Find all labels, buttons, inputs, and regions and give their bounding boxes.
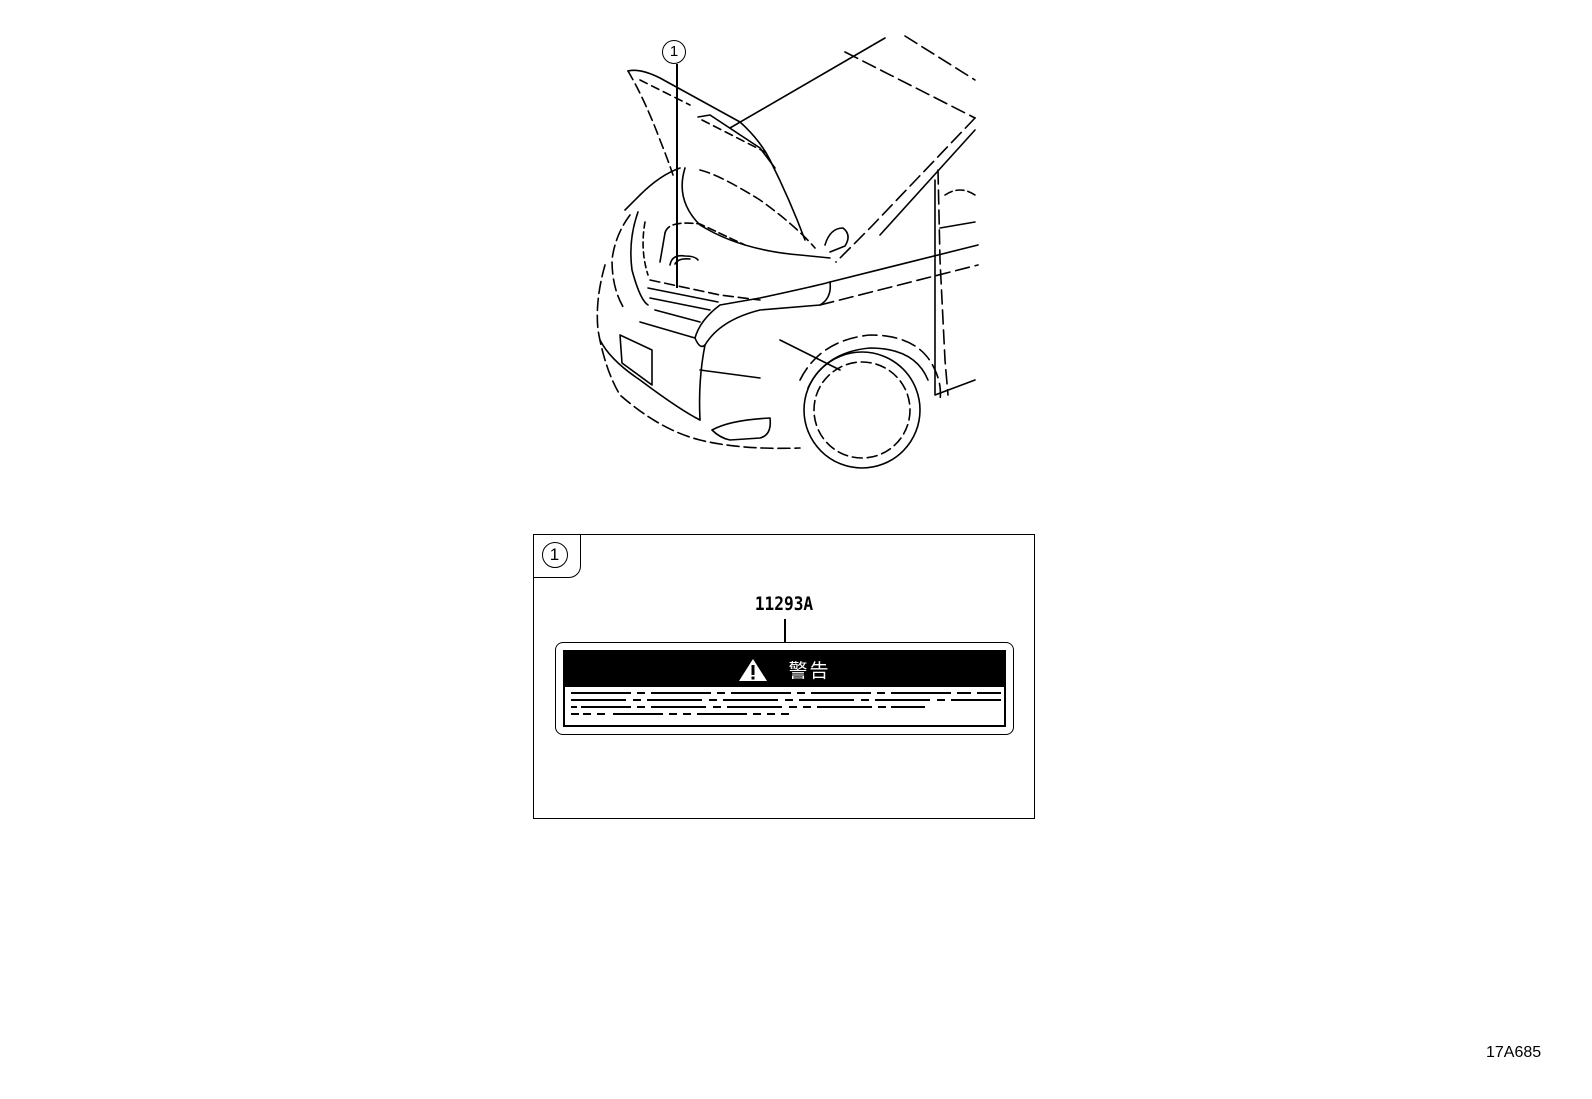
warning-label-inner: 警告 — [563, 650, 1006, 727]
warning-label-sticker: 警告 — [555, 642, 1014, 735]
warning-label-header: 警告 — [565, 652, 1004, 687]
detail-ref-tab: 1 — [532, 533, 581, 578]
detail-view-panel: 1 11293A 警告 — [532, 533, 1035, 819]
label-text-line — [571, 699, 1001, 703]
warning-label-title: 警告 — [788, 660, 831, 682]
warning-label-text-placeholder — [571, 692, 1001, 721]
callout-number-badge[interactable]: 1 — [662, 40, 686, 64]
detail-ref-number: 1 — [541, 541, 568, 568]
vehicle-illustration — [580, 30, 990, 480]
part-number-label[interactable]: 11293A — [754, 593, 814, 615]
callout-leader-line — [676, 64, 678, 288]
label-text-line — [571, 713, 998, 717]
warning-triangle-icon — [739, 658, 768, 681]
label-text-line — [571, 706, 998, 710]
part-leader-line — [784, 619, 786, 643]
diagram-code: 17A685 — [1486, 1044, 1542, 1061]
label-text-line — [571, 692, 1001, 696]
